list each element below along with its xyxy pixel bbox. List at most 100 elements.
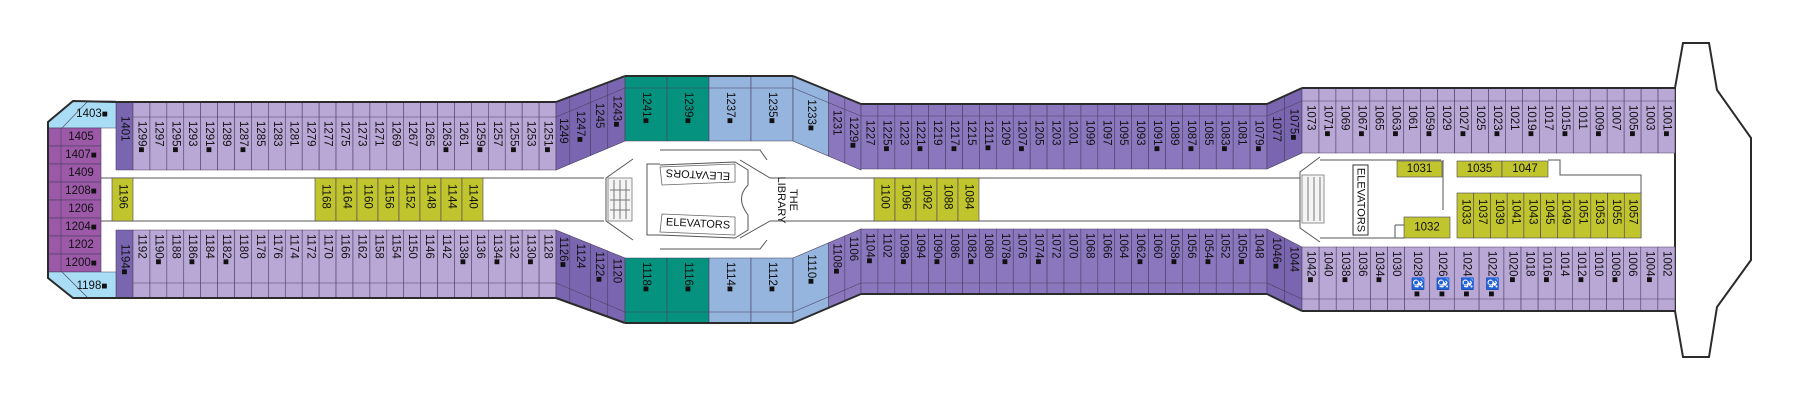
cabin-1095[interactable]: 1095 (1114, 103, 1132, 170)
cabin-1207[interactable]: 1207■ (1012, 103, 1031, 170)
cabin-1088[interactable]: 1088 (936, 177, 959, 222)
cabin-1010[interactable]: 1010 (1589, 246, 1607, 312)
cabin-1162[interactable]: 1162 (352, 229, 371, 299)
cabin-1245[interactable]: 1245 (590, 82, 609, 156)
cabin-1012[interactable]: 1012■ (1572, 246, 1590, 312)
cabin-1030[interactable]: 1030 (1387, 246, 1405, 312)
cabin-1008[interactable]: 1008■ (1606, 246, 1624, 312)
cabin-1203[interactable]: 1203 (1046, 103, 1065, 170)
cabin-1067[interactable]: 1067■ (1352, 87, 1371, 154)
cabin-1036[interactable]: 1036 (1353, 246, 1371, 312)
cabin-1050[interactable]: 1050■ (1232, 228, 1251, 295)
cabin-1192[interactable]: 1192 (132, 229, 151, 299)
cabin-1208[interactable]: 1208■ (47, 181, 102, 201)
cabin-1122[interactable]: 1122■ (590, 243, 609, 318)
cabin-1409[interactable]: 1409 (47, 163, 102, 183)
cabin-1071[interactable]: 1071■ (1318, 87, 1337, 154)
cabin-1047[interactable]: 1047 (1501, 160, 1549, 178)
cabin-1082[interactable]: 1082■ (962, 228, 980, 295)
cabin-1099[interactable]: 1099 (1080, 103, 1099, 170)
cabin-1299[interactable]: 1299■ (132, 101, 151, 171)
cabin-1206[interactable]: 1206 (47, 199, 102, 219)
cabin-1070[interactable]: 1070 (1063, 228, 1082, 295)
cabin-1063[interactable]: 1063■ (1386, 87, 1405, 154)
cabin-1108[interactable]: 1108■ (828, 235, 846, 309)
cabin-1225[interactable]: 1225■ (877, 103, 896, 170)
cabin-1239[interactable]: 1239■ (666, 75, 710, 142)
cabin-1078[interactable]: 1078■ (996, 228, 1014, 295)
cabin-1077[interactable]: 1077 (1266, 95, 1285, 170)
cabin-1029[interactable]: 1029 (1437, 87, 1455, 154)
cabin-1281[interactable]: 1281 (284, 101, 303, 171)
cabin-1084[interactable]: 1084 (957, 177, 980, 222)
cabin-1005[interactable]: 1005■ (1623, 87, 1642, 154)
cabin-1229[interactable]: 1229■ (844, 96, 862, 171)
cabin-1251[interactable]: 1251■ (538, 101, 557, 171)
cabin-1112[interactable]: 1112■ (750, 257, 794, 324)
cabin-1269[interactable]: 1269 (386, 101, 405, 171)
cabin-1065[interactable]: 1065 (1369, 87, 1388, 154)
cabin-1116[interactable]: 1116■ (666, 257, 710, 324)
cabin-1259[interactable]: 1259■ (471, 101, 489, 171)
cabin-1285[interactable]: 1285 (251, 101, 269, 171)
cabin-1081[interactable]: 1081 (1232, 103, 1251, 170)
cabin-1297[interactable]: 1297 (149, 101, 168, 171)
cabin-1057[interactable]: 1057 (1623, 192, 1642, 239)
cabin-1055[interactable]: 1055 (1607, 192, 1625, 239)
cabin-1150[interactable]: 1150 (403, 229, 421, 299)
cabin-1011[interactable]: 1011 (1572, 87, 1591, 154)
cabin-1209[interactable]: 1209 (996, 103, 1014, 170)
cabin-1138[interactable]: 1138■ (454, 229, 472, 299)
cabin-1196[interactable]: 1196 (111, 177, 134, 222)
cabin-1051[interactable]: 1051 (1573, 192, 1592, 239)
cabin-1049[interactable]: 1049 (1557, 192, 1575, 239)
cabin-1267[interactable]: 1267 (403, 101, 421, 171)
cabin-1023[interactable]: 1023■ (1488, 87, 1506, 154)
cabin-1172[interactable]: 1172 (301, 229, 320, 299)
cabin-1106[interactable]: 1106 (844, 228, 862, 302)
cabin-1144[interactable]: 1144 (440, 177, 463, 222)
cabin-1241[interactable]: 1241■ (624, 75, 668, 142)
cabin-1201[interactable]: 1201 (1063, 103, 1082, 170)
cabin-1075[interactable]: 1075■ (1284, 87, 1303, 162)
cabin-1231[interactable]: 1231 (828, 90, 846, 164)
cabin-1194[interactable]: 1194■ (115, 229, 134, 299)
cabin-1235[interactable]: 1235■ (750, 75, 794, 142)
cabin-1140[interactable]: 1140 (461, 177, 484, 222)
cabin-1079[interactable]: 1079■ (1249, 103, 1268, 170)
cabin-1277[interactable]: 1277 (318, 101, 337, 171)
cabin-1092[interactable]: 1092 (915, 177, 938, 222)
cabin-1053[interactable]: 1053 (1590, 192, 1608, 239)
cabin-1018[interactable]: 1018 (1520, 246, 1539, 312)
cabin-1028[interactable]: 1028♿■ (1404, 246, 1430, 312)
cabin-1247[interactable]: 1247■ (569, 88, 591, 165)
cabin-1060[interactable]: 1060 (1148, 228, 1166, 295)
cabin-1156[interactable]: 1156 (377, 177, 400, 222)
cabin-1037[interactable]: 1037 (1473, 192, 1491, 239)
cabin-1032[interactable]: 1032 (1403, 216, 1451, 239)
cabin-1407[interactable]: 1407■ (47, 145, 102, 165)
cabin-1136[interactable]: 1136 (471, 229, 489, 299)
cabin-1160[interactable]: 1160 (356, 177, 379, 222)
cabin-1059[interactable]: 1059■ (1420, 87, 1438, 154)
cabin-1126[interactable]: 1126■ (555, 229, 571, 304)
cabin-1041[interactable]: 1041 (1506, 192, 1525, 239)
cabin-1044[interactable]: 1044 (1284, 237, 1303, 312)
cabin-1043[interactable]: 1043 (1523, 192, 1541, 239)
cabin-1223[interactable]: 1223 (894, 103, 913, 170)
cabin-1221[interactable]: 1221■ (911, 103, 929, 170)
cabin-1401[interactable]: 1401 (115, 101, 134, 171)
cabin-1073[interactable]: 1073 (1301, 87, 1320, 154)
cabin-1233[interactable]: 1233■ (792, 75, 829, 157)
cabin-1253[interactable]: 1253 (521, 101, 540, 171)
cabin-1263[interactable]: 1263■ (437, 101, 455, 171)
cabin-1249[interactable]: 1249 (555, 96, 571, 171)
cabin-1104[interactable]: 1104■ (860, 228, 879, 295)
cabin-1176[interactable]: 1176 (268, 229, 286, 299)
cabin-1291[interactable]: 1291■ (200, 101, 218, 171)
cabin-1085[interactable]: 1085 (1199, 103, 1217, 170)
cabin-1190[interactable]: 1190■ (149, 229, 168, 299)
cabin-1021[interactable]: 1021 (1505, 87, 1523, 154)
cabin-1243[interactable]: 1243■ (607, 75, 626, 149)
cabin-1154[interactable]: 1154 (386, 229, 405, 299)
